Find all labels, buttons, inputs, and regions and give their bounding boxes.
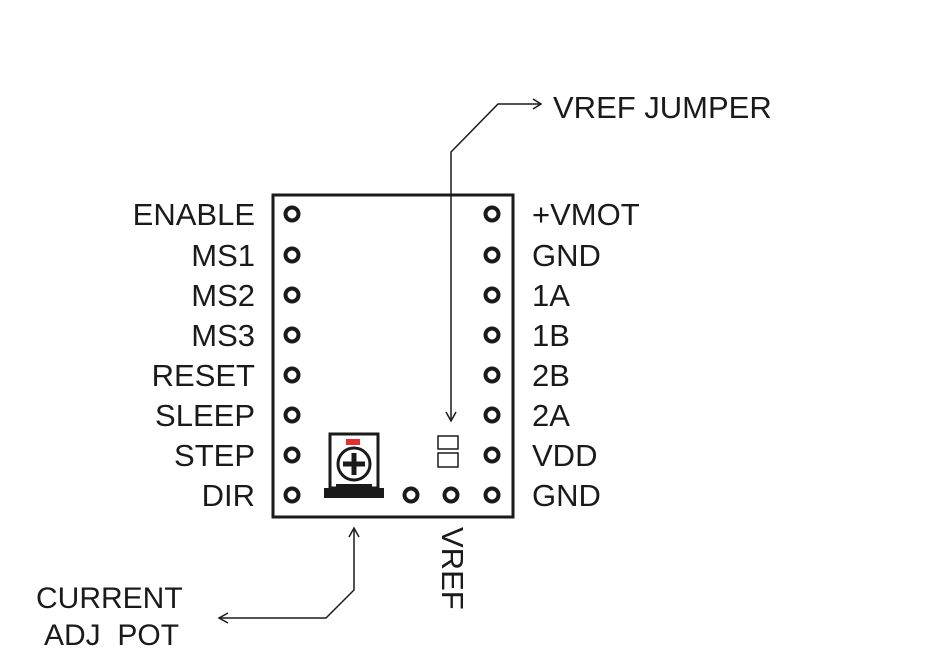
vref-pin-hole [442,486,460,504]
pin-label-reset: RESET [151,358,255,393]
pin-hole [402,486,420,504]
vref-pin-label: VREF [435,527,470,610]
pot-marker [346,439,360,445]
pin-label-vmot: +VMOT [532,197,640,232]
pin-hole [283,446,301,464]
pin-hole [283,486,301,504]
pin-hole [483,326,501,344]
pin-hole [483,446,501,464]
pin-label-gnd-top: GND [532,238,601,273]
current-pot-label-line2: ADJ POT [44,619,180,652]
pin-hole [483,486,501,504]
pin-label-ms3: MS3 [191,318,255,353]
pin-label-enable: ENABLE [132,197,255,232]
pin-hole [483,406,501,424]
pin-label-vdd: VDD [532,438,598,473]
current-pot-label-line1: CURRENT [36,582,183,615]
pin-label-gnd-bottom: GND [532,478,601,513]
right-pin-column [483,205,501,504]
pin-label-sleep: SLEEP [155,398,255,433]
pin-hole [283,246,301,264]
pin-label-dir: DIR [201,478,255,513]
pin-hole [483,366,501,384]
bottom-pin-row [402,486,460,504]
pin-label-ms2: MS2 [191,278,255,313]
pin-label-step: STEP [174,438,255,473]
pin-label-2a: 2A [532,398,570,433]
pin-hole [283,366,301,384]
pin-hole [483,286,501,304]
pin-hole [283,286,301,304]
driver-board-outline [271,193,515,519]
current-adj-potentiometer [324,432,384,498]
pin-hole [283,326,301,344]
pin-label-ms1: MS1 [191,238,255,273]
pin-hole [483,205,501,223]
vref-jumper-pads [437,435,459,468]
pin-label-2b: 2B [532,358,570,393]
pin-hole [483,246,501,264]
vref-jumper-label: VREF JUMPER [553,90,772,125]
pin-hole [283,205,301,223]
left-pin-column [283,205,301,504]
pin-label-1b: 1B [532,318,570,353]
pin-hole [283,406,301,424]
pin-label-1a: 1A [532,278,570,313]
current-pot-callout-arrow [217,526,360,624]
vref-jumper-callout-arrow [445,98,543,423]
